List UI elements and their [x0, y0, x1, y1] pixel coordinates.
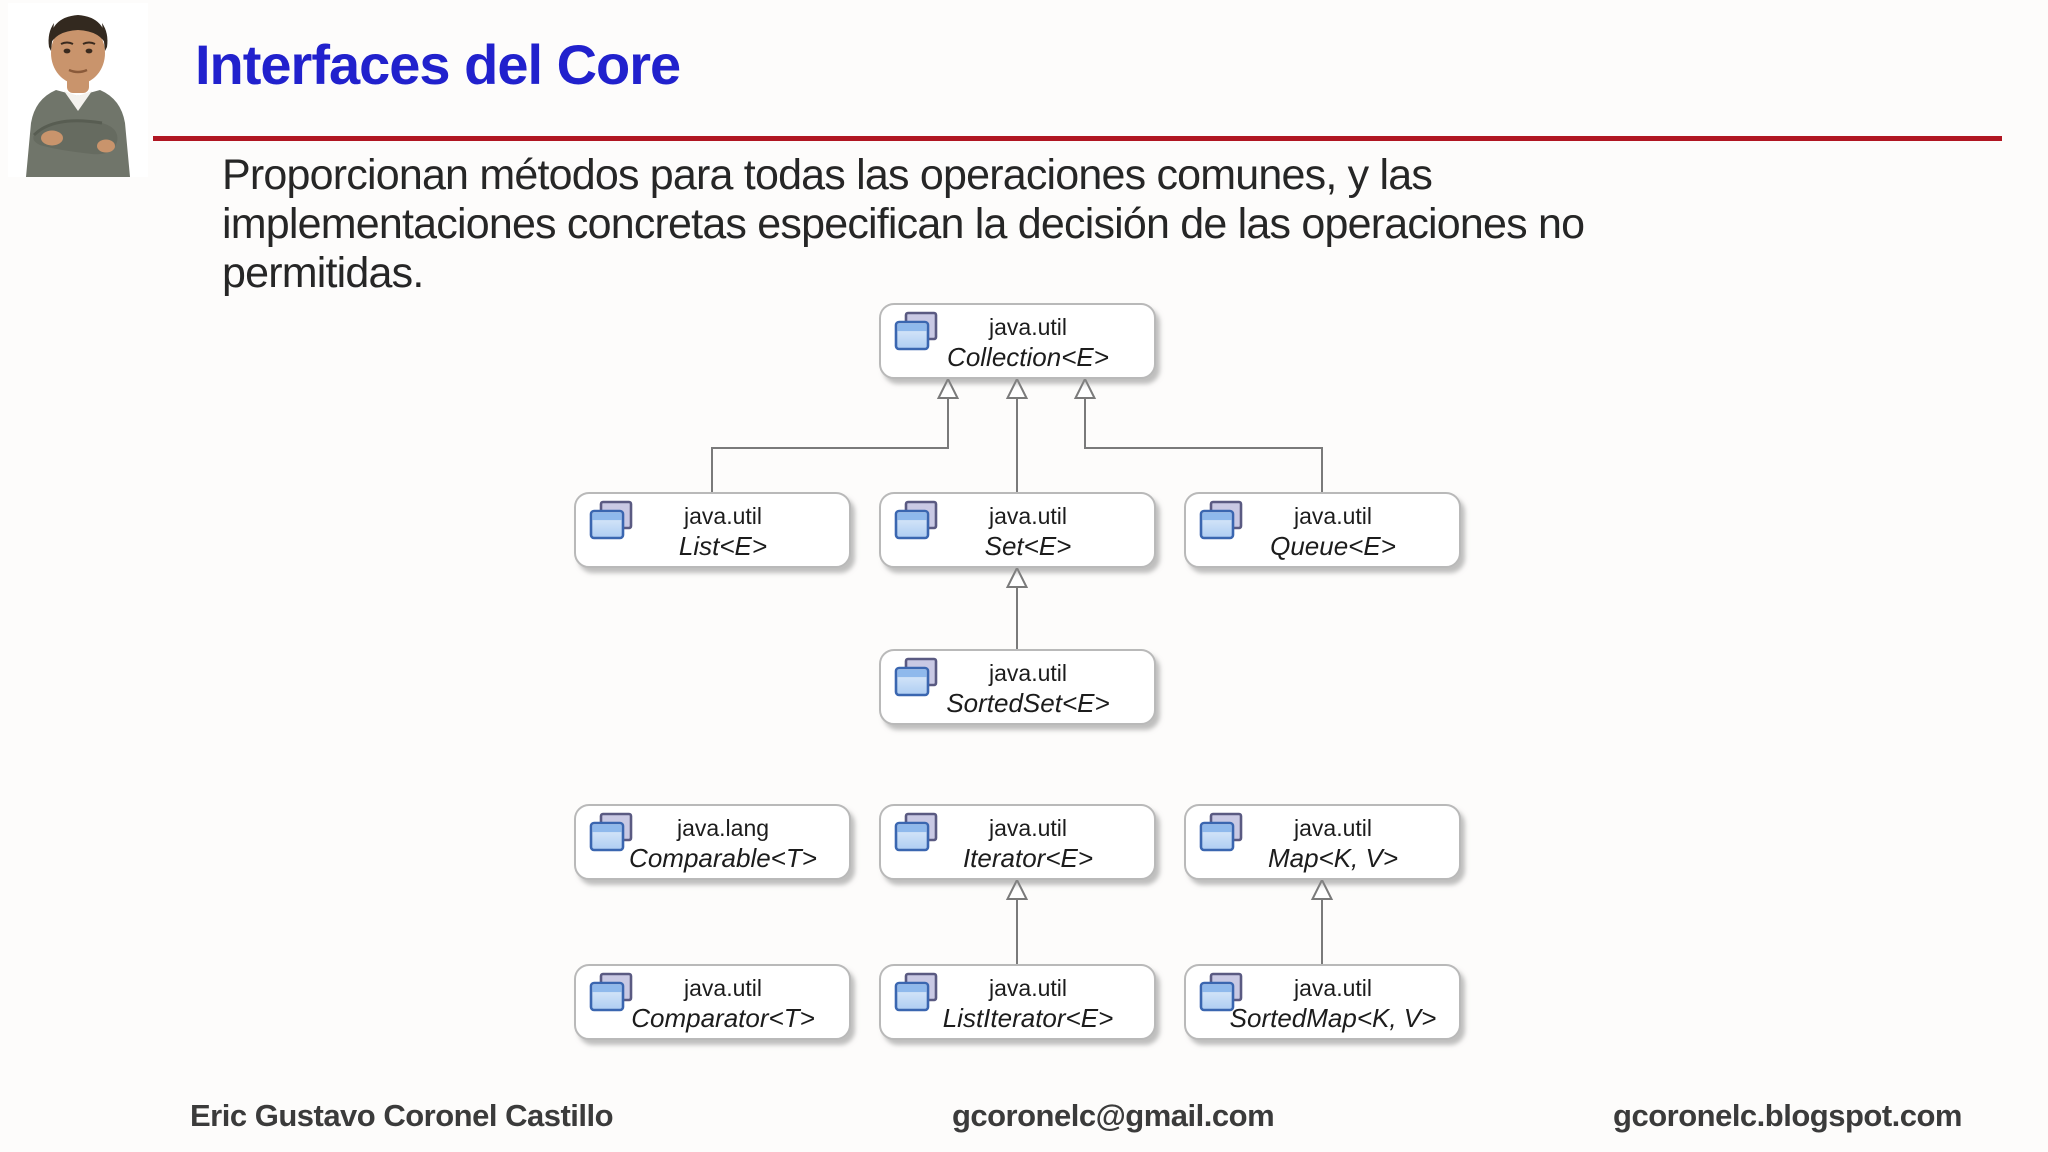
uml-node-comparator: java.util Comparator<T> — [574, 964, 851, 1040]
edge-set-extends-collection — [1006, 378, 1028, 493]
node-classname: Queue<E> — [1270, 531, 1396, 561]
slide-title: Interfaces del Core — [195, 33, 681, 96]
uml-node-iterator: java.util Iterator<E> — [879, 804, 1156, 880]
node-package: java.util — [988, 314, 1067, 340]
node-package: java.lang — [676, 815, 769, 841]
slide-footer: Eric Gustavo Coronel Castillo gcoronelc@… — [190, 1098, 1962, 1134]
uml-node-queue: java.util Queue<E> — [1184, 492, 1461, 568]
node-package: java.util — [683, 975, 762, 1001]
edge-queue-extends-collection — [1074, 378, 1323, 493]
footer-email: gcoronelc@gmail.com — [951, 1098, 1275, 1133]
footer-blog: gcoronelc.blogspot.com — [1613, 1098, 1962, 1133]
uml-node-set: java.util Set<E> — [879, 492, 1156, 568]
edge-sortedset-extends-set — [1006, 567, 1028, 650]
node-classname: SortedSet<E> — [946, 688, 1109, 718]
node-package: java.util — [988, 503, 1067, 529]
uml-node-sortedmap: java.util SortedMap<K, V> — [1184, 964, 1461, 1040]
node-package: java.util — [988, 660, 1067, 686]
node-classname: List<E> — [679, 531, 767, 561]
uml-node-sortedset: java.util SortedSet<E> — [879, 649, 1156, 725]
edge-listiterator-extends-iterator — [1006, 879, 1028, 965]
uml-node-map: java.util Map<K, V> — [1184, 804, 1461, 880]
node-classname: Comparable<T> — [629, 843, 817, 873]
node-package: java.util — [988, 815, 1067, 841]
node-classname: Iterator<E> — [963, 843, 1093, 873]
uml-node-list: java.util List<E> — [574, 492, 851, 568]
node-classname: Set<E> — [985, 531, 1072, 561]
node-package: java.util — [1293, 815, 1372, 841]
node-package: java.util — [683, 503, 762, 529]
node-package: java.util — [1293, 503, 1372, 529]
node-package: java.util — [988, 975, 1067, 1001]
node-package: java.util — [1293, 975, 1372, 1001]
uml-node-comparable: java.lang Comparable<T> — [574, 804, 851, 880]
footer-author: Eric Gustavo Coronel Castillo — [190, 1098, 614, 1133]
uml-node-collection: java.util Collection<E> — [879, 303, 1156, 379]
node-classname: Comparator<T> — [631, 1003, 815, 1033]
node-classname: Map<K, V> — [1268, 843, 1398, 873]
slide-body-paragraph: Proporcionan métodos para todas las oper… — [222, 151, 1585, 297]
speaker-photo — [8, 3, 148, 177]
title-underline-rule — [153, 136, 2002, 141]
node-classname: Collection<E> — [947, 342, 1109, 372]
node-classname: ListIterator<E> — [943, 1003, 1114, 1033]
uml-node-listiterator: java.util ListIterator<E> — [879, 964, 1156, 1040]
node-classname: SortedMap<K, V> — [1230, 1003, 1437, 1033]
edge-list-extends-collection — [711, 378, 959, 493]
edge-sortedmap-extends-map — [1311, 879, 1333, 965]
